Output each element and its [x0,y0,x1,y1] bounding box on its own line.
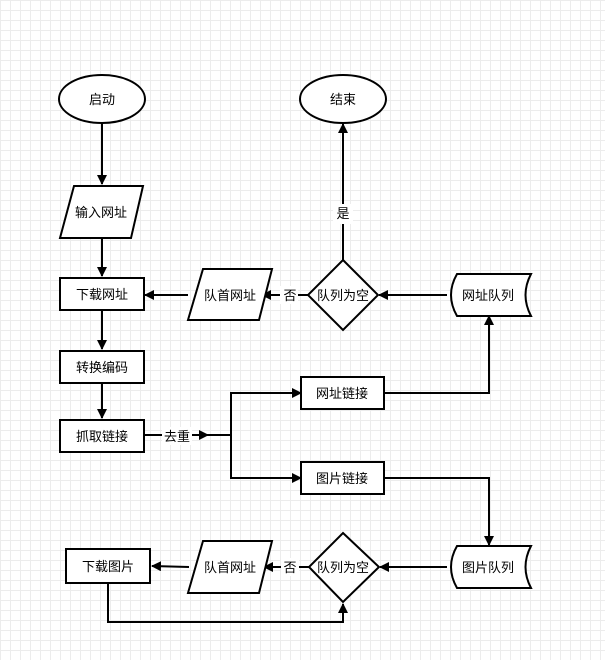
queue-empty-top-label: 队列为空 [317,289,369,304]
edge-split-to-url-link [230,388,302,435]
download-url-node [59,277,145,311]
image-link-node [300,461,385,495]
input-url-label: 输入网址 [75,205,127,221]
convert-encoding-node [59,350,145,384]
crawl-links-node [59,419,145,453]
input-url-node [58,185,145,239]
nodes: 启动 结束 输入网址 下载网址 转换编码 抓取链接 网址链接 图片链接 网址队列… [58,74,533,604]
edge-labels: 是 否 否 去重 [162,204,353,576]
queue-head-url-top-node [186,268,274,321]
image-queue-label: 图片队列 [462,561,514,576]
url-queue-node [450,273,533,317]
edge-head-url-bottom-to-download-image [151,561,190,572]
queue-empty-top-node [306,258,380,332]
image-queue-node [450,545,533,589]
edge-split-to-image-link [230,435,302,483]
image-link-label: 图片链接 [316,471,368,487]
download-image-label: 下载图片 [82,560,134,575]
queue-head-url-top-label: 队首网址 [204,289,256,304]
end-node [299,74,387,124]
url-queue-label: 网址队列 [462,289,514,304]
url-link-node [300,376,385,410]
convert-encoding-label: 转换编码 [76,361,128,376]
edge-download-image-loop [107,583,348,623]
end-label: 结束 [330,93,356,108]
edge-label-yes: 是 [336,207,349,222]
download-url-label: 下载网址 [76,288,128,303]
queue-head-url-bottom-node [186,540,274,594]
crawl-links-label: 抓取链接 [76,429,128,445]
label-bg-no-top [280,286,298,304]
edge-label-no-top: 否 [283,289,296,304]
edges [97,123,494,623]
edge-label-no-bottom: 否 [283,561,296,576]
edge-label-dedupe: 去重 [164,429,190,445]
url-link-label: 网址链接 [316,386,368,402]
label-bg-yes [333,204,353,224]
download-image-node [65,548,151,584]
start-label: 启动 [89,93,115,108]
queue-empty-bottom-node [307,531,381,604]
start-node [58,74,146,124]
edge-url-link-to-url-queue [384,315,494,394]
queue-head-url-bottom-label: 队首网址 [204,561,256,576]
label-bg-no-bottom [281,558,299,576]
label-bg-dedupe [162,427,192,445]
edge-image-link-to-image-queue [384,477,494,546]
queue-empty-bottom-label: 队列为空 [317,561,369,576]
